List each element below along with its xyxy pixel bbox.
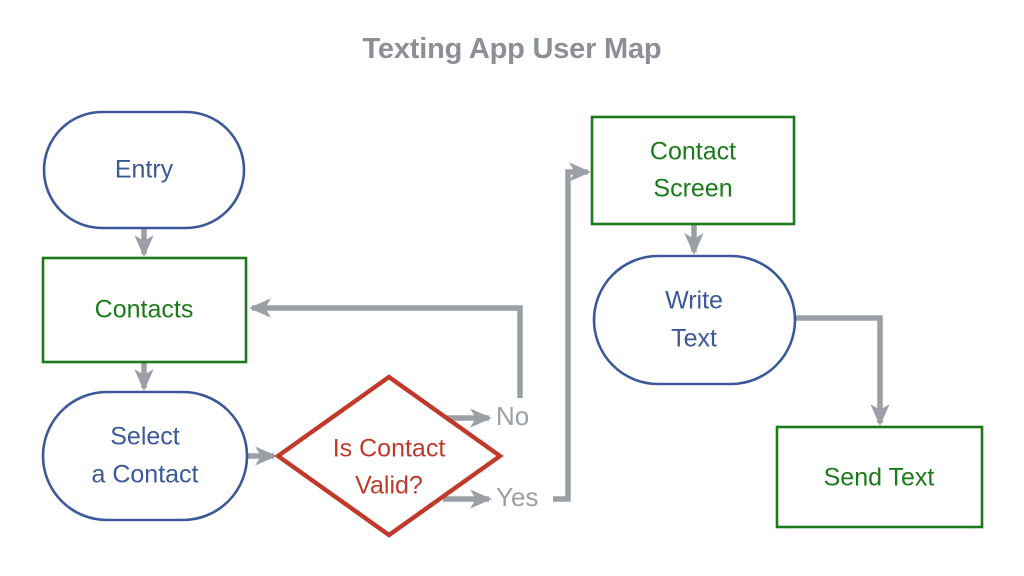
node-contact-screen-shape[interactable] <box>590 115 796 226</box>
node-write-text[interactable]: Write Text <box>592 254 797 386</box>
edge-yes-to-contact-screen <box>553 162 592 502</box>
node-entry[interactable]: Entry <box>42 110 246 230</box>
node-send-text-label: Send Text <box>824 464 935 492</box>
node-contacts[interactable]: Contacts <box>41 256 248 364</box>
page-title: Texting App User Map <box>362 33 662 65</box>
node-contacts-shape[interactable] <box>41 256 248 364</box>
edge-write-text-to-send-text <box>796 315 890 427</box>
node-contact-screen-label-line2: Screen <box>653 175 732 203</box>
node-write-text-label-line2: Text <box>671 325 717 353</box>
node-select-contact-label-line1: Select <box>110 423 180 451</box>
node-contacts-label: Contacts <box>95 296 194 324</box>
edge-label-no: No <box>496 401 529 431</box>
node-write-text-label-line1: Write <box>665 287 723 315</box>
edge-label-yes: Yes <box>496 482 538 512</box>
edge-no-to-contacts <box>248 298 523 398</box>
node-select-contact[interactable]: Select a Contact <box>41 390 249 522</box>
node-send-text-shape[interactable] <box>775 425 984 529</box>
node-entry-shape[interactable] <box>42 110 246 230</box>
node-entry-label: Entry <box>115 156 174 184</box>
node-select-contact-shape[interactable] <box>41 390 249 522</box>
node-decision-label-line1: Is Contact <box>333 435 446 463</box>
node-contact-screen-label-line1: Contact <box>650 138 736 166</box>
node-decision-label-line2: Valid? <box>355 472 423 500</box>
node-select-contact-label-line2: a Contact <box>91 461 198 489</box>
node-send-text[interactable]: Send Text <box>775 425 984 529</box>
node-contact-screen[interactable]: Contact Screen <box>590 115 796 226</box>
node-write-text-shape[interactable] <box>592 254 797 386</box>
node-decision-shape[interactable] <box>274 374 504 538</box>
node-decision-is-contact-valid[interactable]: Is Contact Valid? <box>274 374 504 538</box>
